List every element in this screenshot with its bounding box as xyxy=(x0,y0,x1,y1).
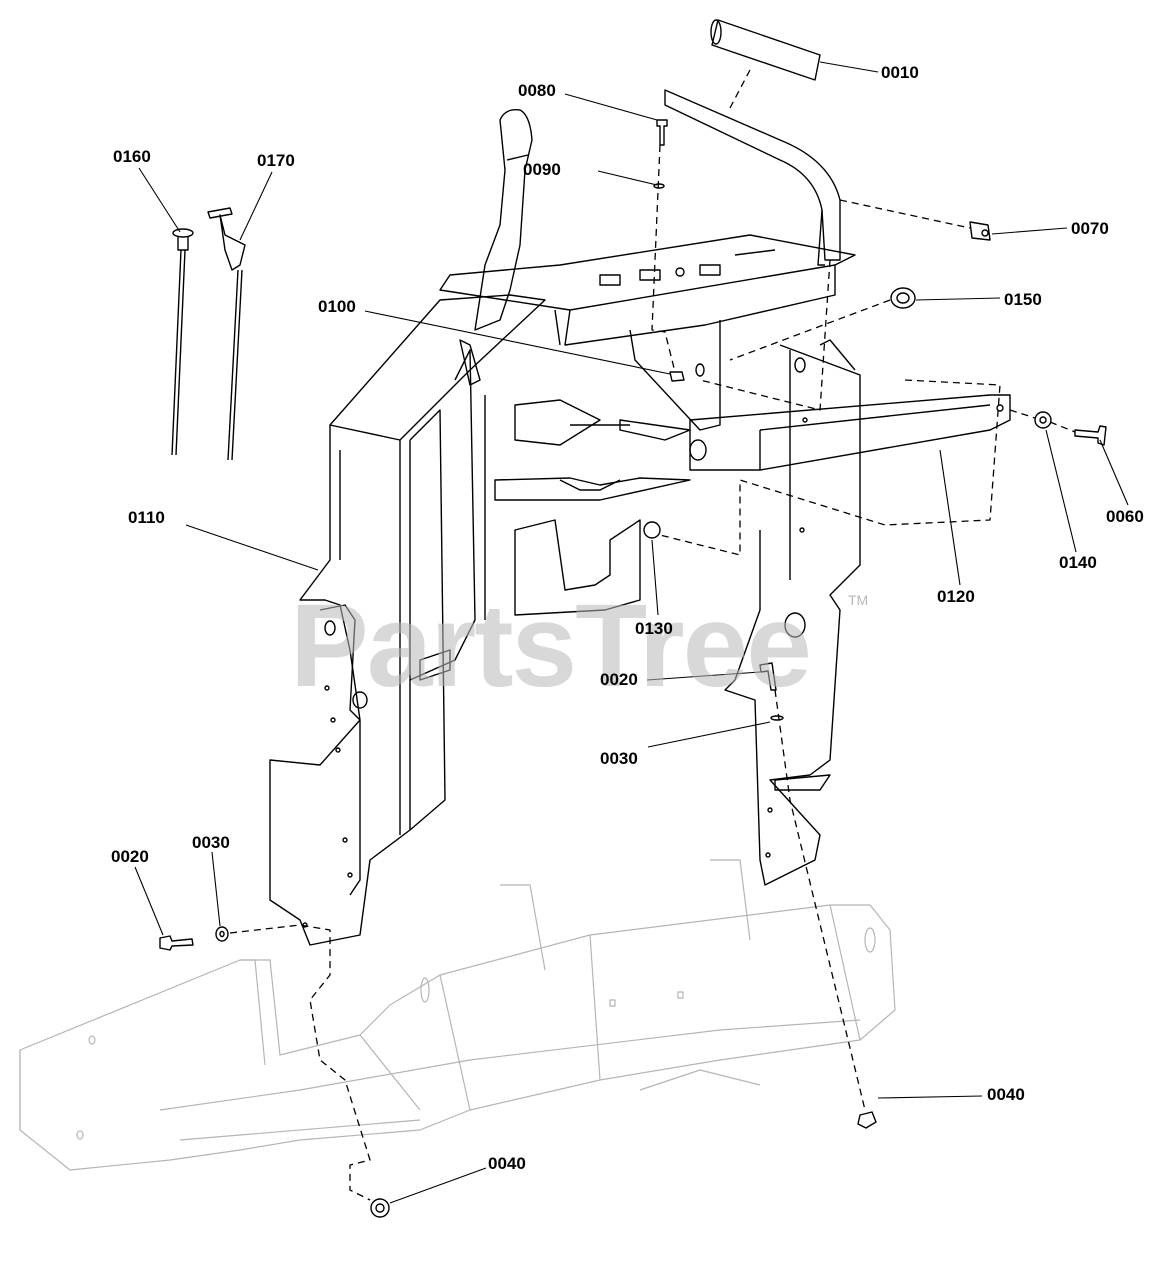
watermark: PartsTree xyxy=(290,580,812,712)
dipstick-0160 xyxy=(171,228,194,456)
callout-0120[interactable]: 0120 xyxy=(937,587,975,606)
dipstick-0170 xyxy=(207,207,246,461)
callout-0010[interactable]: 0010 xyxy=(881,63,919,82)
callout-0020-left[interactable]: 0020 xyxy=(111,847,149,866)
right-handle xyxy=(664,89,841,266)
leader-lines xyxy=(134,61,1129,1204)
callout-0140[interactable]: 0140 xyxy=(1059,553,1097,572)
deck-frame xyxy=(19,859,896,1171)
callout-0040-left[interactable]: 0040 xyxy=(488,1154,526,1173)
callout-0060[interactable]: 0060 xyxy=(1106,507,1144,526)
callout-0170[interactable]: 0170 xyxy=(257,151,295,170)
callout-0100[interactable]: 0100 xyxy=(318,297,356,316)
callout-0160[interactable]: 0160 xyxy=(113,147,151,166)
callout-0070[interactable]: 0070 xyxy=(1071,219,1109,238)
lower-bracket xyxy=(494,477,691,616)
callout-0030-left[interactable]: 0030 xyxy=(192,833,230,852)
callout-0150[interactable]: 0150 xyxy=(1004,290,1042,309)
assembly-lines xyxy=(229,69,1076,1201)
callout-0110[interactable]: 0110 xyxy=(128,508,165,527)
grip xyxy=(710,19,821,81)
left-side-plate xyxy=(269,294,546,946)
watermark-trademark: TM xyxy=(848,592,869,608)
callout-0040-right[interactable]: 0040 xyxy=(987,1085,1025,1104)
callout-0020-right[interactable]: 0020 xyxy=(600,670,638,689)
control-console xyxy=(439,234,856,446)
callout-0030-right[interactable]: 0030 xyxy=(600,749,638,768)
callout-0080[interactable]: 0080 xyxy=(518,81,556,100)
left-handle xyxy=(459,109,533,386)
hardware xyxy=(159,119,1107,1218)
callout-0090[interactable]: 0090 xyxy=(523,160,561,179)
callout-0130[interactable]: 0130 xyxy=(635,619,673,638)
cross-bar xyxy=(689,394,1011,471)
